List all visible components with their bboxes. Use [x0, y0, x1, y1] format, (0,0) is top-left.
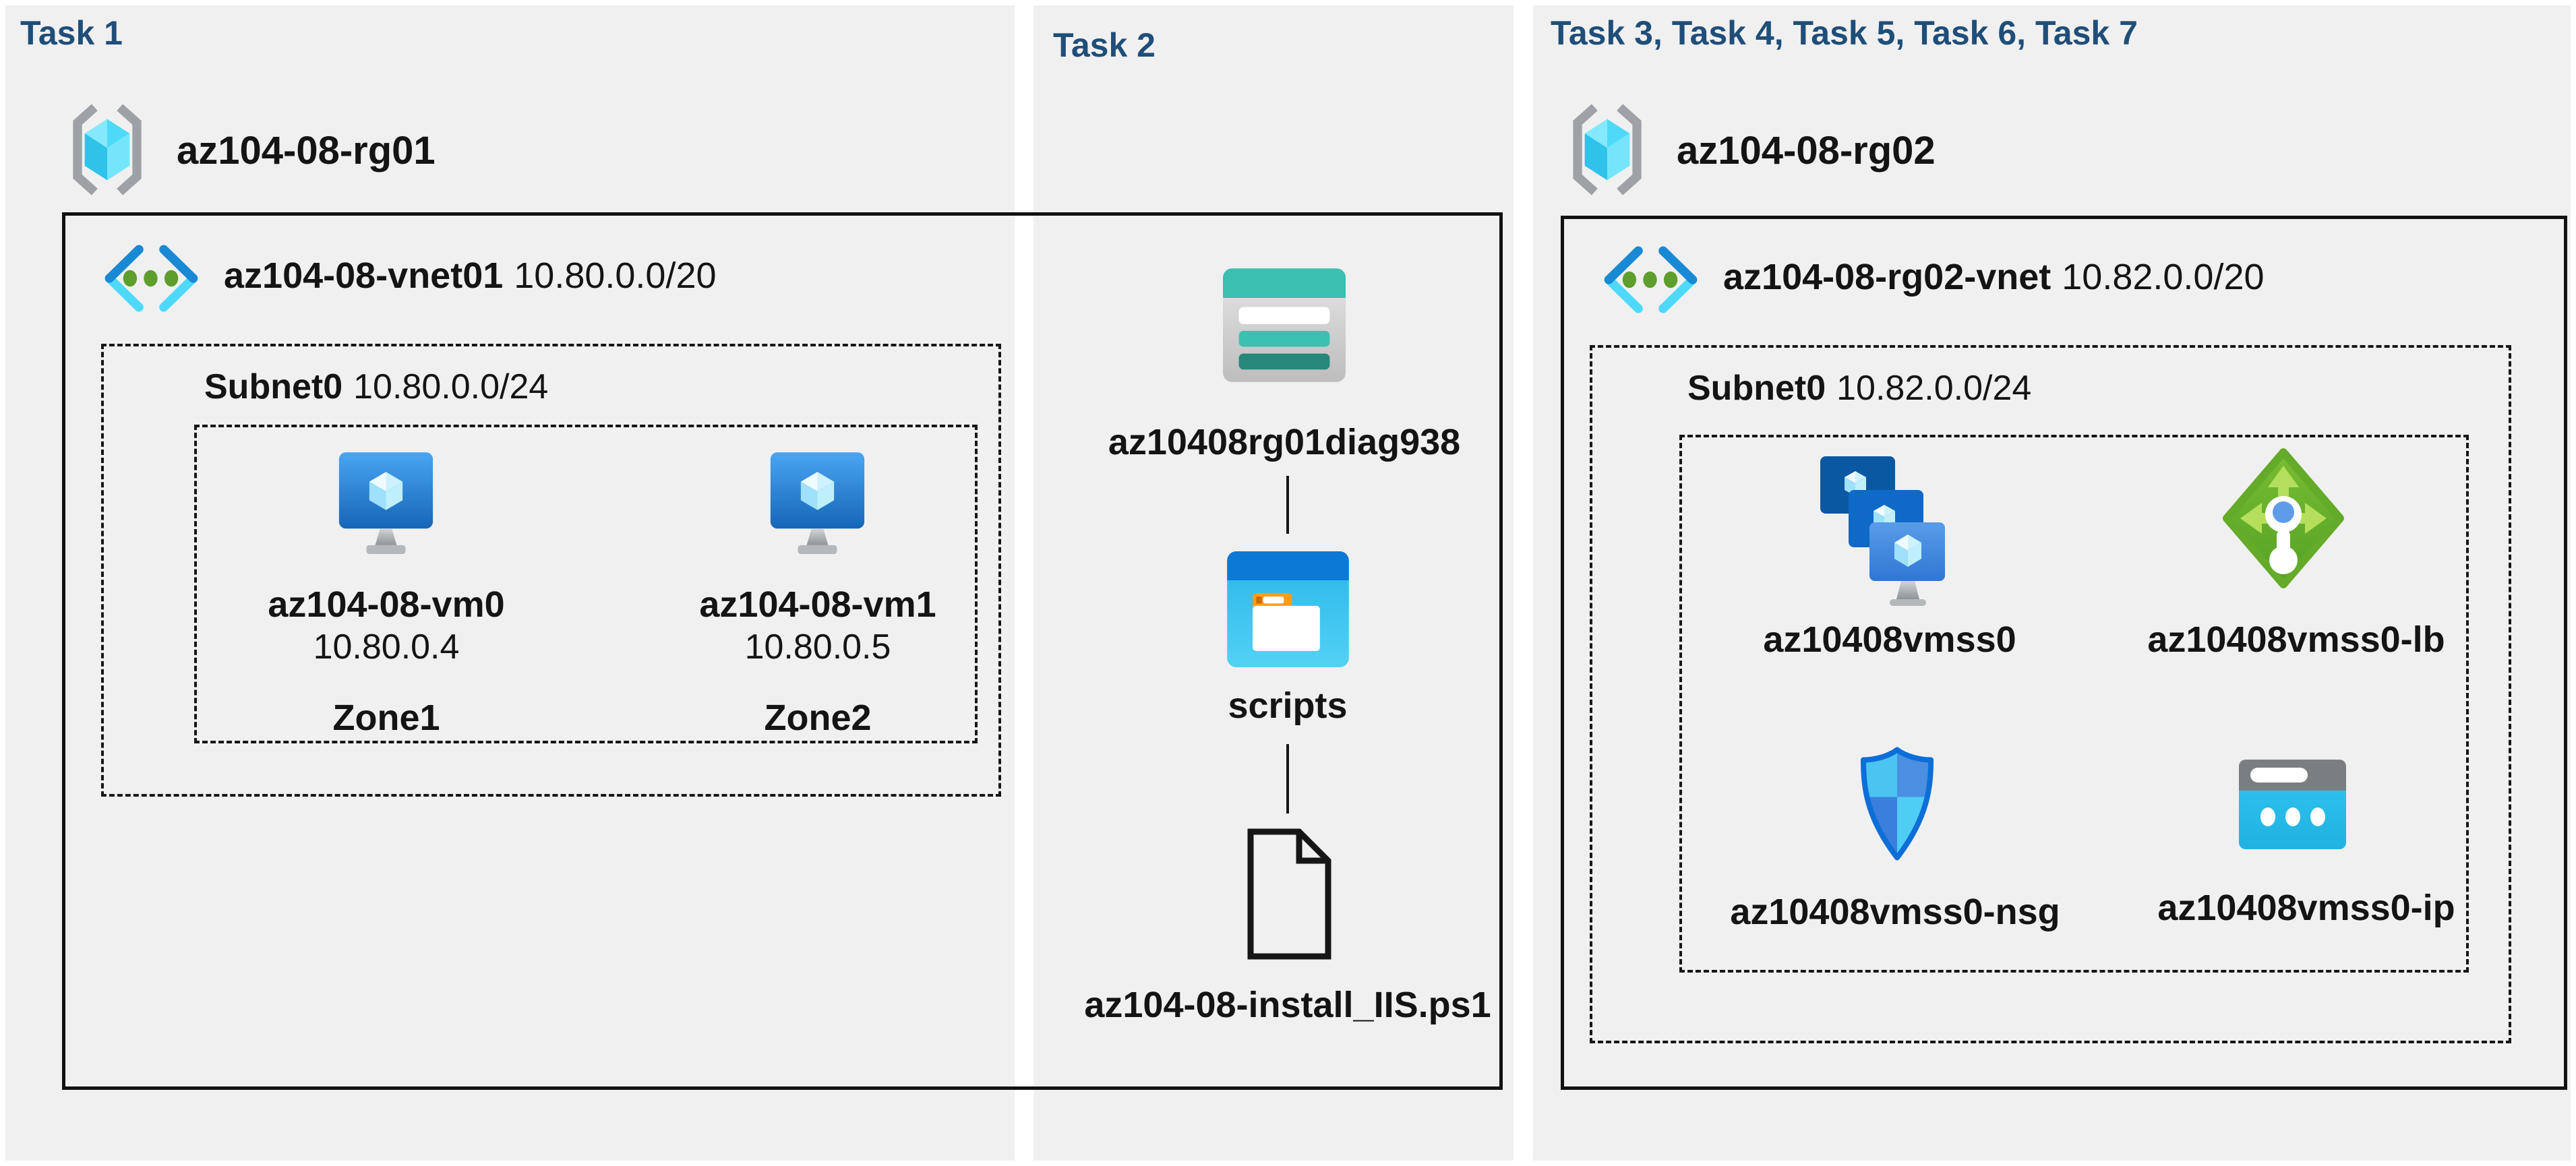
vm-zone: Zone2	[764, 698, 872, 738]
vnet1-name: az104-08-vnet01	[224, 255, 504, 296]
task2-header: Task 2	[1053, 26, 1156, 64]
vm-ip: 10.80.0.5	[744, 627, 891, 667]
virtual-network-icon	[1599, 245, 1702, 315]
virtual-machine-icon	[337, 450, 435, 558]
virtual-machine-icon	[769, 450, 866, 558]
resource-name: az10408vmss0-lb	[2147, 619, 2445, 660]
subnet1-boundary	[101, 344, 1001, 797]
vm-name: az104-08-vm0	[268, 584, 505, 625]
subnet1-name: Subnet0	[204, 367, 343, 406]
vnet1-boundary	[62, 212, 1503, 1090]
subnet2-boundary	[1590, 345, 2511, 1043]
vnet2-cidr: 10.82.0.0/20	[2062, 257, 2265, 297]
connector-scripts-file	[1286, 744, 1289, 814]
vm-scale-set-icon	[1820, 456, 1946, 609]
subnet1-label: Subnet0 10.80.0.0/24	[204, 367, 548, 407]
vnet1-cidr: 10.80.0.0/20	[514, 255, 717, 296]
public-ip-icon	[2239, 760, 2346, 849]
resource-group-icon	[64, 102, 150, 197]
resource-name: az10408vmss0-nsg	[1730, 892, 2060, 932]
resource-name: az10408vmss0-ip	[2157, 888, 2455, 928]
vmss-group-boundary	[1679, 435, 2469, 973]
task1-header: Task 1	[20, 14, 123, 52]
vnet2-boundary	[1561, 216, 2567, 1090]
resource-name: az10408vmss0	[1763, 619, 2016, 660]
resource-group-name: az104-08-rg02	[1677, 129, 1936, 173]
script-file-icon	[1247, 828, 1332, 960]
load-balancer-icon	[2221, 447, 2345, 590]
task3-header: Task 3, Task 4, Task 5, Task 6, Task 7	[1551, 14, 2138, 52]
storage-account-name: az10408rg01diag938	[1108, 422, 1461, 462]
container-name: scripts	[1228, 685, 1348, 726]
network-security-group-icon	[1855, 745, 1939, 863]
resource-group-icon	[1564, 102, 1650, 197]
virtual-network-icon	[100, 243, 203, 313]
storage-account-icon	[1223, 268, 1346, 382]
connector-storage-scripts	[1286, 476, 1289, 534]
subnet2-name: Subnet0	[1687, 369, 1826, 408]
vm-name: az104-08-vm1	[699, 584, 936, 625]
task3-panel	[1533, 5, 2571, 1161]
vnet2-label: az104-08-rg02-vnet 10.82.0.0/20	[1723, 256, 2265, 298]
subnet1-cidr: 10.80.0.0/24	[353, 367, 549, 406]
vm-ip: 10.80.0.4	[313, 627, 460, 667]
script-file-name: az104-08-install_IIS.ps1	[1084, 985, 1491, 1025]
subnet2-label: Subnet0 10.82.0.0/24	[1687, 368, 2031, 408]
vnet2-name: az104-08-rg02-vnet	[1723, 257, 2051, 297]
task1-panel	[5, 5, 1015, 1161]
vm-zone: Zone1	[332, 698, 440, 738]
resource-group-name: az104-08-rg01	[177, 129, 436, 173]
blob-container-icon	[1227, 551, 1349, 667]
vm-group-boundary	[194, 425, 978, 743]
subnet2-cidr: 10.82.0.0/24	[1836, 369, 2032, 408]
